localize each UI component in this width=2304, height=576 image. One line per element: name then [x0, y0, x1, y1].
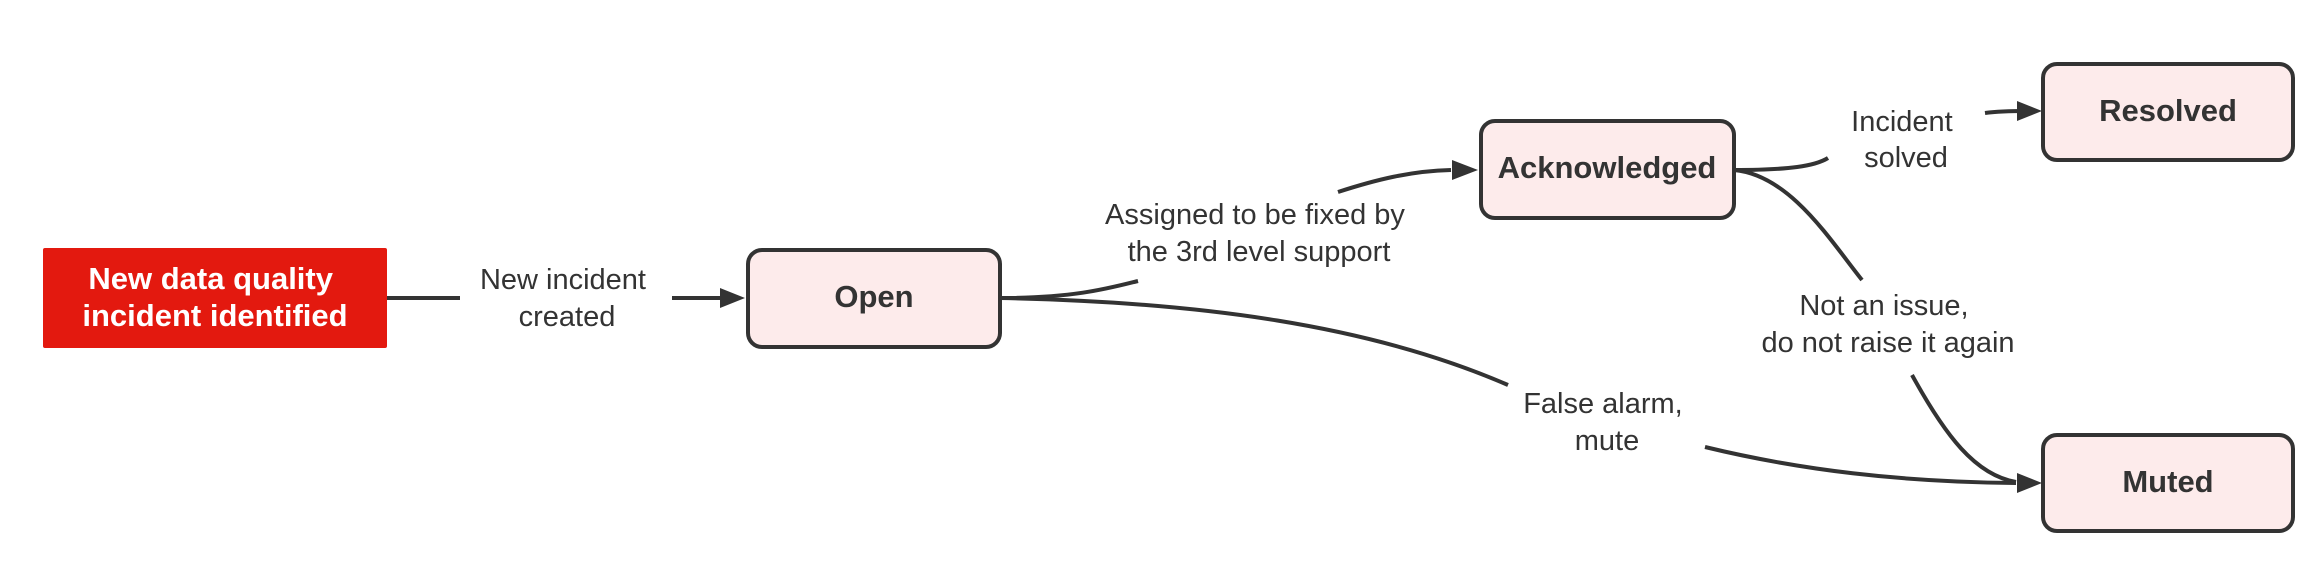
edge-label-line: do not raise it again: [1761, 327, 2014, 359]
edge-label-line: New incident: [480, 264, 646, 296]
node-resolved[interactable]: Resolved: [2041, 62, 2295, 162]
edge-label-line: Incident: [1851, 106, 1953, 138]
edge-label-line: created: [519, 301, 616, 333]
edge-line: [1733, 168, 1864, 282]
arrowhead-icon: [1452, 160, 1478, 180]
arrowhead-icon: [2017, 101, 2042, 121]
node-label-line: New data quality: [88, 261, 333, 296]
node-open-label: Open: [834, 279, 913, 314]
node-new-incident-box: [43, 248, 387, 348]
node-acknowledged-label: Acknowledged: [1498, 150, 1717, 185]
node-muted[interactable]: Muted: [2041, 433, 2295, 533]
edge-label-line: the 3rd level support: [1128, 236, 1391, 268]
node-acknowledged-box: [1479, 119, 1736, 220]
node-label-line: incident identified: [82, 298, 347, 333]
node-resolved-box: [2041, 62, 2295, 162]
edge-line: [1910, 374, 2017, 484]
edge-open-to-muted: False alarm, mute: [999, 296, 2017, 485]
edge-line: [1704, 445, 2017, 485]
node-resolved-label: Resolved: [2099, 93, 2237, 128]
arrowhead-icon: [2017, 473, 2042, 493]
edge-label-line: mute: [1575, 425, 1639, 457]
edge-label-open-muted: False alarm, mute: [1523, 388, 1691, 457]
edge-start-to-open: New incident created: [387, 264, 745, 333]
edge-acknowledged-to-muted: Not an issue, do not raise it again: [1733, 168, 2042, 493]
edge-label-open-ack: Assigned to be fixed by the 3rd level su…: [1105, 199, 1413, 268]
edge-label-line: solved: [1864, 142, 1948, 174]
edge-label-line: False alarm,: [1523, 388, 1683, 420]
edge-acknowledged-to-resolved: Incident solved: [1733, 101, 2042, 174]
node-open-box: [746, 248, 1002, 349]
node-muted-box: [2041, 433, 2295, 533]
edge-label-line: Not an issue,: [1799, 290, 1968, 322]
node-muted-label: Muted: [2122, 464, 2213, 499]
edge-line: [1733, 156, 1830, 172]
edge-line: [999, 296, 1509, 387]
edge-label-line: Assigned to be fixed by: [1105, 199, 1405, 231]
node-open[interactable]: Open: [746, 248, 1002, 349]
edge-line: [999, 279, 1139, 300]
node-new-incident[interactable]: New data quality incident identified: [43, 248, 387, 348]
arrowhead-icon: [720, 288, 745, 308]
node-acknowledged[interactable]: Acknowledged: [1479, 119, 1736, 220]
edge-label-ack-resolved: Incident solved: [1851, 106, 1961, 174]
edge-line: [1337, 168, 1452, 194]
edge-label-start-open: New incident created: [480, 264, 654, 333]
node-new-incident-label: New data quality incident identified: [82, 261, 347, 333]
edge-open-to-acknowledged: Assigned to be fixed by the 3rd level su…: [999, 160, 1478, 300]
edge-label-ack-muted: Not an issue, do not raise it again: [1761, 290, 2014, 359]
